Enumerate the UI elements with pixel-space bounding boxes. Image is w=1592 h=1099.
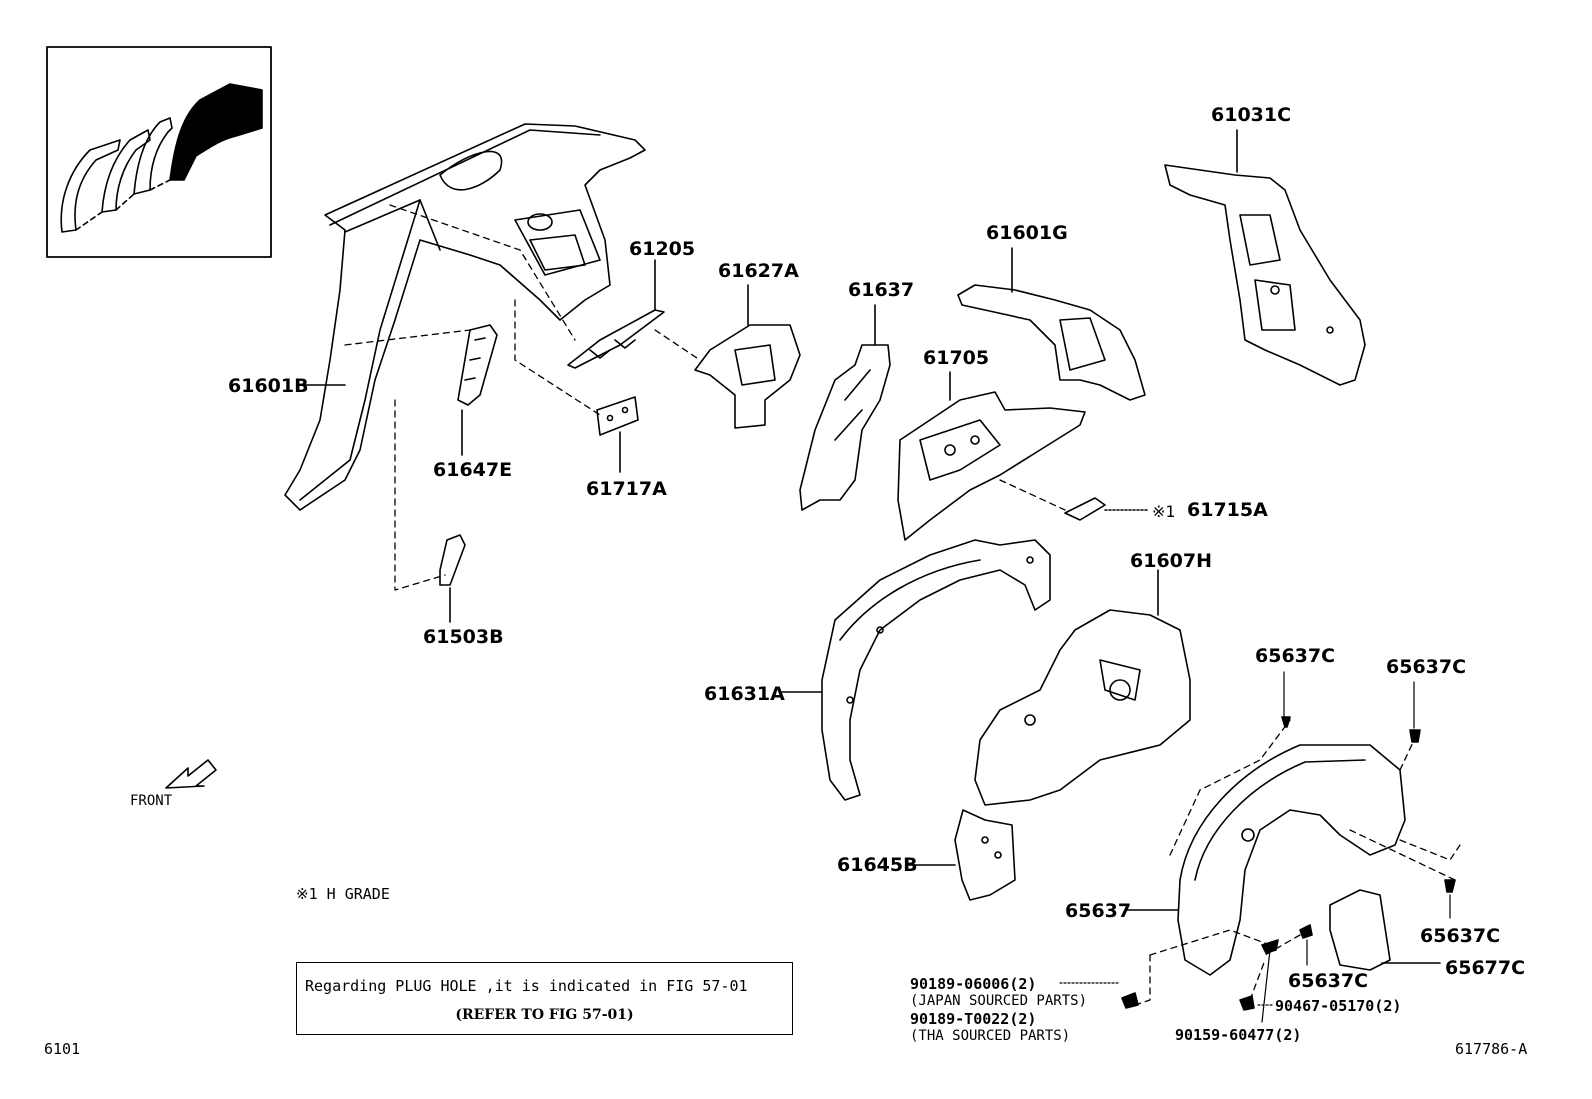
part-61607H-drawing <box>974 609 1191 806</box>
part-61645B-drawing <box>954 809 1016 901</box>
label-61627A: 61627A <box>718 260 799 282</box>
label-61601G: 61601G <box>986 222 1068 244</box>
label-65677C: 65677C <box>1445 957 1526 979</box>
part-61601G-drawing <box>957 284 1146 401</box>
label-90189-T0022: 90189-T0022(2) <box>910 1010 1037 1028</box>
part-61715A-drawing <box>1064 497 1106 521</box>
label-61205: 61205 <box>629 238 696 260</box>
note-tha-sourced: (THA SOURCED PARTS) <box>910 1028 1071 1044</box>
assembly-dashed-lines <box>344 204 1461 1006</box>
front-label: FRONT <box>130 793 173 809</box>
label-61631A: 61631A <box>704 683 785 705</box>
leader-lines <box>1059 671 1451 1023</box>
part-61717A-drawing <box>596 396 639 436</box>
note-japan-sourced: (JAPAN SOURCED PARTS) <box>910 993 1088 1009</box>
label-61717A: 61717A <box>586 478 667 500</box>
label-61031C: 61031C <box>1211 104 1292 126</box>
label-90189-06006: 90189-06006(2) <box>910 975 1037 993</box>
front-arrow-icon <box>165 759 217 789</box>
part-65637-drawing <box>1177 744 1406 976</box>
label-61715A: 61715A <box>1187 499 1268 521</box>
part-61637-drawing <box>799 344 891 511</box>
label-61607H: 61607H <box>1130 550 1213 572</box>
part-61205-drawing <box>567 309 665 369</box>
label-61647E: 61647E <box>433 459 513 481</box>
label-61637: 61637 <box>848 279 915 301</box>
plug-hole-note-line1: Regarding PLUG HOLE ,it is indicated in … <box>305 977 748 995</box>
label-65637C-right: 65637C <box>1420 925 1501 947</box>
label-65637: 65637 <box>1065 900 1132 922</box>
label-90467-05170: 90467-05170(2) <box>1275 997 1402 1015</box>
part-61705-drawing <box>897 391 1086 541</box>
locator-thumbnail <box>46 46 272 258</box>
illustration-id: 617786-A <box>1455 1040 1528 1058</box>
plug-hole-note-line2: (REFER TO FIG 57-01) <box>455 1007 634 1023</box>
label-65637C-bottom: 65637C <box>1288 970 1369 992</box>
h-grade-mark: ※1 <box>1152 502 1176 521</box>
part-61503B-drawing <box>439 534 466 586</box>
figure-number: 6101 <box>44 1040 81 1058</box>
part-61627A-drawing <box>694 324 801 429</box>
plug-hole-note-box: Regarding PLUG HOLE ,it is indicated in … <box>296 962 793 1035</box>
label-61503B: 61503B <box>423 626 504 648</box>
part-61601B-drawing <box>284 123 646 511</box>
label-61645B: 61645B <box>837 854 918 876</box>
label-65637C-top-right: 65637C <box>1386 656 1467 678</box>
label-65637C-top-left: 65637C <box>1255 645 1336 667</box>
part-61647E-drawing <box>457 324 498 406</box>
part-61031C-drawing <box>1164 164 1366 386</box>
label-61705: 61705 <box>923 347 990 369</box>
fasteners <box>1121 716 1456 1011</box>
label-90159-60477: 90159-60477(2) <box>1175 1026 1302 1044</box>
label-61601B: 61601B <box>228 375 309 397</box>
grade-note: ※1 H GRADE <box>296 885 390 903</box>
part-61631A-drawing <box>821 539 1051 801</box>
